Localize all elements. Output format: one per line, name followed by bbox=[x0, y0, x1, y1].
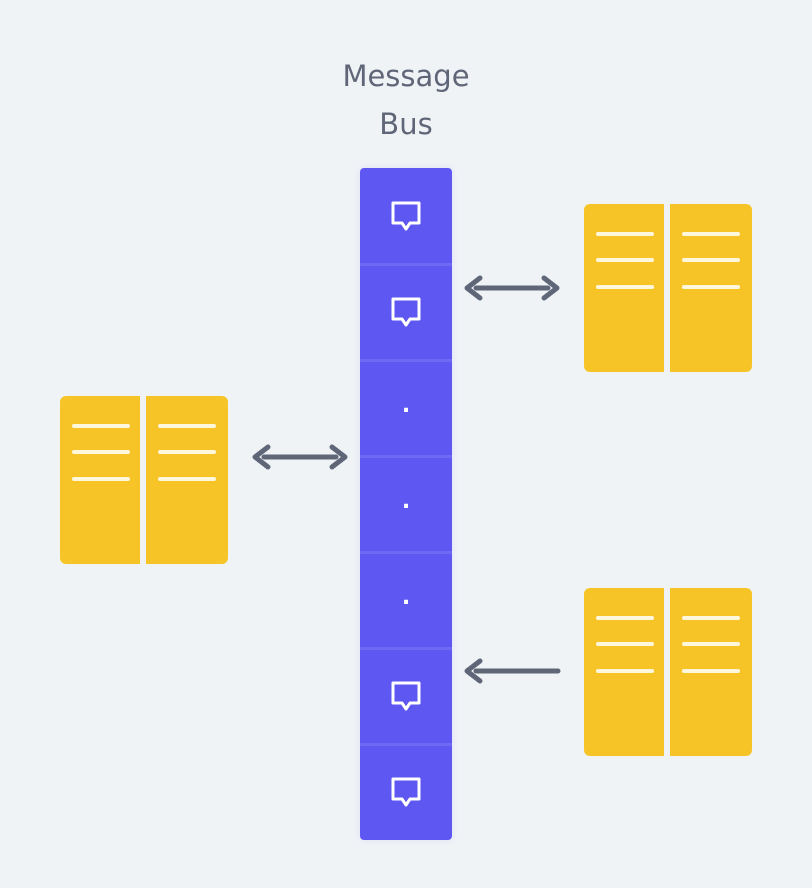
service-divider bbox=[140, 396, 146, 564]
ellipsis-dot: . bbox=[401, 585, 411, 610]
service-line bbox=[596, 258, 654, 262]
message-icon bbox=[391, 777, 421, 807]
service-line bbox=[596, 232, 654, 236]
ellipsis-dot: . bbox=[401, 489, 411, 514]
bus-divider bbox=[360, 455, 452, 458]
bus-slot: . bbox=[360, 456, 452, 552]
message-icon bbox=[391, 297, 421, 327]
bus-divider bbox=[360, 743, 452, 746]
diagram-title: Message Bus bbox=[306, 52, 506, 148]
bus-divider bbox=[360, 647, 452, 650]
service-line bbox=[682, 258, 740, 262]
service-line bbox=[682, 285, 740, 289]
service-line bbox=[158, 477, 216, 481]
service-line bbox=[72, 424, 130, 428]
service-divider bbox=[664, 588, 670, 756]
bus-divider bbox=[360, 263, 452, 266]
bus-slot bbox=[360, 648, 452, 744]
message-icon bbox=[391, 201, 421, 231]
service-line bbox=[682, 669, 740, 673]
bus-slot bbox=[360, 168, 452, 264]
service-top-right bbox=[584, 204, 752, 372]
service-line bbox=[72, 450, 130, 454]
bus-slot bbox=[360, 744, 452, 840]
message-icon bbox=[391, 681, 421, 711]
service-line bbox=[72, 477, 130, 481]
service-line bbox=[682, 232, 740, 236]
service-divider bbox=[664, 204, 670, 372]
bus-slot: . bbox=[360, 552, 452, 648]
service-line bbox=[682, 642, 740, 646]
bus-slot bbox=[360, 264, 452, 360]
service-left bbox=[60, 396, 228, 564]
arrow-bottom-right-to-bus bbox=[464, 658, 561, 684]
title-line-1: Message bbox=[342, 59, 470, 93]
service-line bbox=[596, 642, 654, 646]
service-line bbox=[596, 616, 654, 620]
service-line bbox=[596, 285, 654, 289]
title-line-2: Bus bbox=[379, 107, 433, 141]
message-bus: ... bbox=[360, 168, 452, 840]
bus-divider bbox=[360, 359, 452, 362]
service-line bbox=[158, 424, 216, 428]
service-line bbox=[158, 450, 216, 454]
service-bottom-right bbox=[584, 588, 752, 756]
service-line bbox=[682, 616, 740, 620]
bus-slot: . bbox=[360, 360, 452, 456]
arrow-top-right-bidirectional bbox=[464, 275, 560, 301]
bus-divider bbox=[360, 551, 452, 554]
ellipsis-dot: . bbox=[401, 393, 411, 418]
arrow-left-bidirectional bbox=[252, 444, 348, 470]
service-line bbox=[596, 669, 654, 673]
